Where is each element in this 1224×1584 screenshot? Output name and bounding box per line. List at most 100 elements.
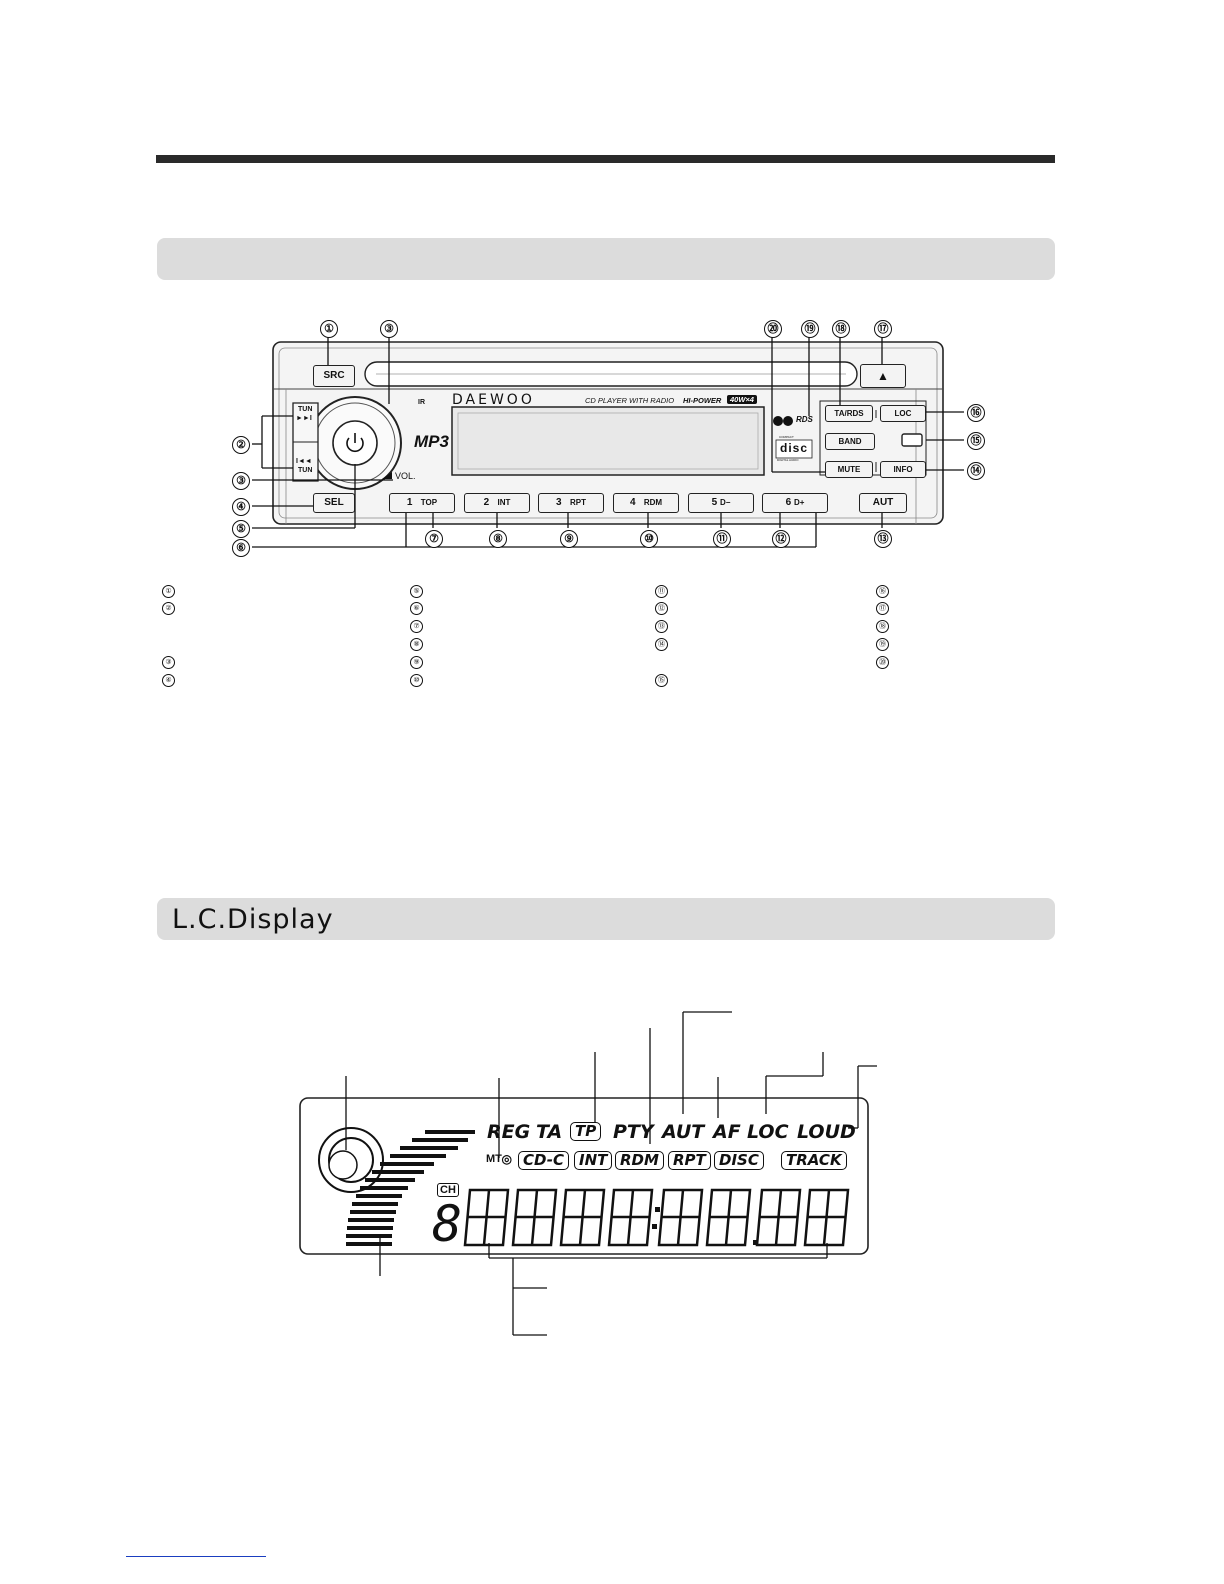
legend-num: ⑰: [876, 602, 889, 615]
loc-button[interactable]: LOC: [880, 405, 926, 422]
preset-label: RPT: [569, 498, 586, 507]
lcd-disc: DISC: [714, 1151, 764, 1170]
disc-logo-sub2: DIGITAL AUDIO: [777, 458, 799, 462]
preset-num: 4: [629, 497, 636, 508]
ta-rds-button[interactable]: TA/RDS: [825, 405, 873, 422]
top-rule: [156, 155, 1055, 163]
src-button[interactable]: SRC: [313, 365, 355, 387]
preset-num: 3: [556, 497, 562, 508]
legend-num: ⑤: [410, 585, 423, 598]
lcd-cd-c: CD-C: [518, 1151, 569, 1170]
tun-down-label[interactable]: TUN: [298, 467, 313, 474]
callout-3-top: ③: [380, 320, 398, 338]
callout-19: ⑲: [801, 320, 819, 338]
lcd-ch: CH: [437, 1183, 459, 1197]
legend-num: ①: [162, 585, 175, 598]
callout-17: ⑰: [874, 320, 892, 338]
info-button[interactable]: INFO: [880, 461, 926, 478]
preset-label: RDM: [643, 498, 663, 507]
small-slot-button: [901, 433, 923, 447]
legend-num: ⑩: [410, 674, 423, 687]
legend-num: ⑯: [876, 585, 889, 598]
callout-9: ⑨: [560, 530, 578, 548]
hipower-label: HI-POWER: [683, 396, 722, 405]
section-band-controls: [157, 238, 1055, 280]
band-button[interactable]: BAND: [825, 433, 875, 450]
preset-button-6[interactable]: 6 D+: [762, 493, 828, 513]
lcd-aut: AUT: [662, 1121, 705, 1143]
preset-num: 2: [483, 497, 490, 508]
legend-num: ⑫: [655, 602, 668, 615]
lcd-reg: REG: [487, 1121, 531, 1143]
vol-label: VOL.: [395, 471, 416, 481]
legend-num: ⑬: [655, 620, 668, 633]
footnote-rule: [126, 1556, 266, 1557]
sel-button[interactable]: SEL: [313, 493, 355, 513]
preset-label: TOP: [420, 498, 438, 507]
callout-15: ⑮: [967, 432, 985, 450]
dial-icon: [318, 1127, 384, 1193]
lcd-channel-digit: 8: [432, 1195, 463, 1253]
callout-7: ⑦: [425, 530, 443, 548]
callout-4: ④: [232, 498, 250, 516]
mp3-logo: MP3: [414, 432, 449, 451]
radio-diagram: [252, 337, 964, 548]
callout-3-left: ③: [232, 472, 250, 490]
legend-num: ④: [162, 674, 175, 687]
callout-5: ⑤: [232, 520, 250, 538]
legend-num: ③: [162, 656, 175, 669]
eject-button[interactable]: ▲: [860, 364, 906, 388]
lcd-track: TRACK: [781, 1151, 847, 1170]
lcd-tp: TP: [570, 1122, 602, 1141]
tun-up-label[interactable]: TUN: [298, 406, 313, 413]
preset-label: D−: [719, 498, 731, 507]
legend-num: ②: [162, 602, 175, 615]
lcd-loud: LOUD: [797, 1121, 856, 1143]
preset-label: INT: [497, 498, 511, 507]
callout-12: ⑫: [772, 530, 790, 548]
segment-digits: [463, 1188, 850, 1247]
callout-2: ②: [232, 436, 250, 454]
callout-10: ⑩: [640, 530, 658, 548]
tagline: CD PLAYER WITH RADIO: [585, 396, 675, 405]
preset-label: D+: [793, 498, 805, 507]
lcd-af: AF: [713, 1121, 741, 1143]
callout-11: ⑪: [713, 530, 731, 548]
preset-button-3[interactable]: 3 RPT: [538, 493, 604, 513]
rds-logo: RDS: [796, 415, 813, 424]
callout-18: ⑱: [832, 320, 850, 338]
seek-down-icon[interactable]: I◄◄: [296, 458, 312, 465]
callout-13: ⑬: [874, 530, 892, 548]
callout-1: ①: [320, 320, 338, 338]
legend-num: ⑦: [410, 620, 423, 633]
disc-logo-sub: COMPACT: [779, 435, 794, 439]
preset-num: 5: [711, 497, 718, 508]
seek-up-icon[interactable]: ►►I: [296, 415, 312, 422]
callout-6: ⑥: [232, 539, 250, 557]
lcd-rpt: RPT: [668, 1151, 711, 1170]
preset-num: 6: [785, 497, 792, 508]
lcd-pty: PTY: [613, 1121, 654, 1143]
preset-button-2[interactable]: 2 INT: [464, 493, 530, 513]
legend-num: ⑨: [410, 656, 423, 669]
disc-logo: disc: [780, 441, 809, 455]
power-rating: 40W×4: [727, 395, 757, 404]
lcd-loc: LOC: [747, 1121, 789, 1143]
legend-num: ⑳: [876, 656, 889, 669]
aut-button[interactable]: AUT: [859, 493, 907, 513]
callout-14: ⑭: [967, 462, 985, 480]
preset-button-5[interactable]: 5 D−: [688, 493, 754, 513]
lcd-frame: [299, 1097, 869, 1255]
callout-8: ⑧: [489, 530, 507, 548]
legend-num: ⑧: [410, 638, 423, 651]
legend-num: ⑥: [410, 602, 423, 615]
mute-button[interactable]: MUTE: [825, 461, 873, 478]
stereo-icon: ◎: [501, 1152, 512, 1166]
bar-graph-icon: [346, 1130, 475, 1246]
callout-16: ⑯: [967, 404, 985, 422]
preset-button-1[interactable]: 1 TOP: [389, 493, 455, 513]
preset-button-4[interactable]: 4 RDM: [613, 493, 679, 513]
lcd-rdm: RDM: [615, 1151, 664, 1170]
legend-num: ⑱: [876, 620, 889, 633]
lcd-int: INT: [574, 1151, 613, 1170]
